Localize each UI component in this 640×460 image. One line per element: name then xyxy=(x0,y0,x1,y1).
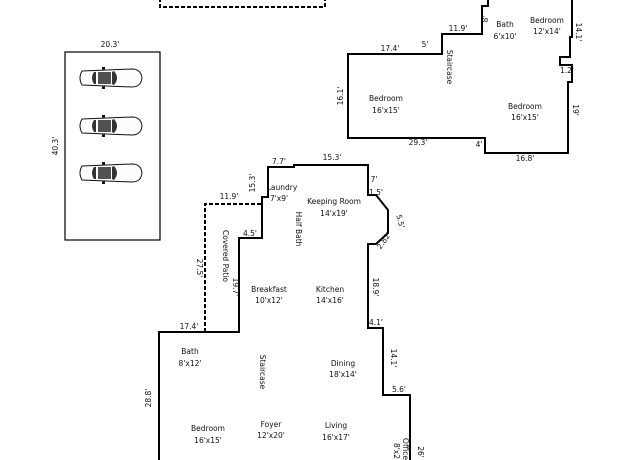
dim-upper-16-8: 16.8' xyxy=(516,154,535,163)
dim-upper-4: 4' xyxy=(476,140,483,149)
room-keeping-name: Keeping Room xyxy=(307,197,361,206)
dim-upper-19: 19' xyxy=(571,104,580,116)
room-kitchen-name: Kitchen xyxy=(316,285,344,294)
upper-floor: 8' 11.9' 14.1' 17.4' 5' 1.2' 16.1' 19' 2… xyxy=(336,0,583,163)
room-bedroom-name: Bedroom xyxy=(191,424,225,433)
main-floor: 7.7' 15.3' 15.3' 7' 1.5' 5.5' 2.82' 11.9… xyxy=(144,153,425,460)
dim-main-4-5: 4.5' xyxy=(243,229,257,238)
room-staircase: Staircase xyxy=(258,355,267,390)
room-upper-bedroom3-name: Bedroom xyxy=(508,102,542,111)
room-breakfast-name: Breakfast xyxy=(251,285,287,294)
dim-upper-11-9: 11.9' xyxy=(449,24,468,33)
dim-main-19-7: 19.7' xyxy=(231,278,240,297)
garage-width-label: 20.3' xyxy=(101,40,120,49)
room-breakfast-size: 10'x12' xyxy=(255,296,283,305)
room-upper-staircase: Staircase xyxy=(445,50,454,85)
room-bedroom-size: 16'x15' xyxy=(194,436,222,445)
dim-main-15-3-top: 15.3' xyxy=(323,153,342,162)
upper-floor-walls xyxy=(347,0,573,154)
dim-main-27-5: 27.5' xyxy=(195,259,204,278)
dim-main-28-8: 28.8' xyxy=(144,389,153,408)
room-upper-bedroom3-size: 16'x15' xyxy=(511,113,539,122)
dim-upper-1-2: 1.2' xyxy=(560,66,574,75)
dim-main-7-7: 7.7' xyxy=(272,157,286,166)
dim-main-4-1: 4.1' xyxy=(369,318,383,327)
room-living-name: Living xyxy=(325,421,348,430)
car-icon xyxy=(79,162,143,184)
dim-upper-29-3: 29.3' xyxy=(409,138,428,147)
room-dining-size: 18'x14' xyxy=(329,370,357,379)
dim-main-14-1: 14.1' xyxy=(389,349,398,368)
dim-main-17-4: 17.4' xyxy=(180,322,199,331)
dim-main-15-3-side: 15.3' xyxy=(248,174,257,193)
room-laundry-name: Laundry xyxy=(267,183,298,192)
dim-main-1-5: 1.5' xyxy=(369,188,383,197)
dim-main-11-9: 11.9' xyxy=(220,192,239,201)
dim-main-5-5: 5.5' xyxy=(394,213,406,229)
dim-upper-16-1: 16.1' xyxy=(336,87,345,106)
room-half-bath: Half Bath xyxy=(294,212,303,247)
top-dashed-structure xyxy=(159,0,326,8)
room-dining-name: Dining xyxy=(331,359,355,368)
dim-main-2-82: 2.82' xyxy=(375,230,393,251)
car-icon xyxy=(79,115,143,137)
garage: 20.3' 40.3' xyxy=(51,40,161,241)
dim-upper-17-4: 17.4' xyxy=(381,44,400,53)
room-upper-bedroom1-size: 12'x14' xyxy=(533,27,561,36)
room-office-size: 8'x2 xyxy=(392,443,401,459)
main-floor-walls xyxy=(158,164,411,460)
room-office-name: Office xyxy=(401,438,410,460)
room-keeping-size: 14'x19' xyxy=(320,209,348,218)
room-living-size: 16'x17' xyxy=(322,433,350,442)
dim-main-18-9: 18.9' xyxy=(371,278,380,297)
dim-main-7: 7' xyxy=(371,175,378,184)
room-upper-bath-size: 6'x10' xyxy=(494,32,517,41)
garage-depth-label: 40.3' xyxy=(51,137,60,156)
dim-upper-14-1: 14.1' xyxy=(574,23,583,42)
room-upper-bedroom2-size: 16'x15' xyxy=(372,106,400,115)
room-kitchen-size: 14'x16' xyxy=(316,296,344,305)
room-upper-bedroom2-name: Bedroom xyxy=(369,94,403,103)
room-foyer-size: 12'x20' xyxy=(257,431,285,440)
room-upper-bath-name: Bath xyxy=(496,20,514,29)
room-laundry-size: 7'x9' xyxy=(270,194,288,203)
dim-main-5-6: 5.6' xyxy=(392,385,406,394)
car-icon xyxy=(79,67,143,89)
room-upper-bedroom1-name: Bedroom xyxy=(530,16,564,25)
room-covered-patio: Covered Patio xyxy=(221,230,230,282)
dim-upper-8: 8' xyxy=(481,16,490,23)
dim-upper-5: 5' xyxy=(422,40,429,49)
room-foyer-name: Foyer xyxy=(261,420,283,429)
room-bath-size: 8'x12' xyxy=(179,359,202,368)
dim-main-26: 26' xyxy=(416,446,425,458)
covered-patio-outline xyxy=(204,203,262,332)
garage-outline xyxy=(64,51,161,241)
room-bath-name: Bath xyxy=(181,347,199,356)
